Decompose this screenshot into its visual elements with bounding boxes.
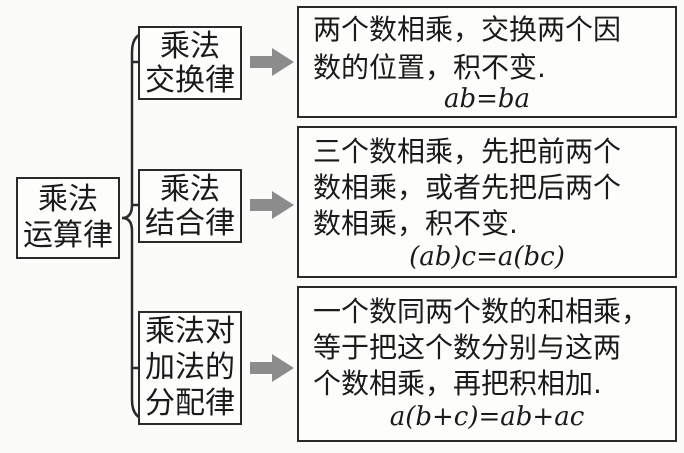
law-name-box-associative: 乘法 结合律: [138, 169, 242, 243]
law-desc-line: 数相乘，积不变.: [313, 207, 518, 240]
root-label-line1: 乘法: [38, 182, 98, 217]
law-desc-line: 数相乘，或者先把后两个: [313, 171, 622, 204]
law-name-box-distributive: 乘法对 加法的 分配律: [138, 311, 242, 425]
root-box: 乘法 运算律: [16, 177, 120, 259]
law-desc-line: 两个数相乘，交换两个因: [313, 13, 622, 46]
law-name-line: 加法的: [145, 350, 235, 385]
law-name-line: 交换律: [145, 63, 235, 98]
law-name-line: 结合律: [145, 206, 235, 241]
law-desc-box-associative: 三个数相乘，先把前两个 数相乘，或者先把后两个 数相乘，积不变. (ab)c=a…: [297, 126, 677, 278]
law-name-line: 乘法对: [145, 314, 235, 349]
law-desc-box-commutative: 两个数相乘，交换两个因 数的位置，积不变. ab=ba: [297, 6, 677, 118]
arrow-icon: [250, 354, 294, 382]
law-desc-line: 数的位置，积不变.: [313, 51, 546, 84]
law-formula: ab=ba: [443, 84, 531, 114]
brace-connector: [121, 30, 151, 422]
law-desc-line: 一个数同两个数的和相乘，: [313, 295, 650, 328]
law-formula: (ab)c=a(bc): [409, 242, 565, 272]
law-formula: a(b+c)=ab+ac: [389, 402, 585, 432]
law-desc-line: 等于把这个数分别与这两: [313, 331, 622, 364]
law-name-line: 乘法: [160, 29, 220, 64]
law-name-line: 分配律: [145, 386, 235, 421]
law-desc-line: 个数相乘，再把积相加.: [313, 367, 602, 400]
law-desc-box-distributive: 一个数同两个数的和相乘， 等于把这个数分别与这两 个数相乘，再把积相加. a(b…: [297, 286, 677, 442]
law-name-line: 乘法: [160, 172, 220, 207]
arrow-icon: [250, 191, 294, 219]
law-name-box-commutative: 乘法 交换律: [138, 26, 242, 100]
arrow-icon: [250, 48, 294, 76]
root-label-line2: 运算律: [23, 218, 113, 253]
law-desc-line: 三个数相乘，先把前两个: [313, 135, 622, 168]
